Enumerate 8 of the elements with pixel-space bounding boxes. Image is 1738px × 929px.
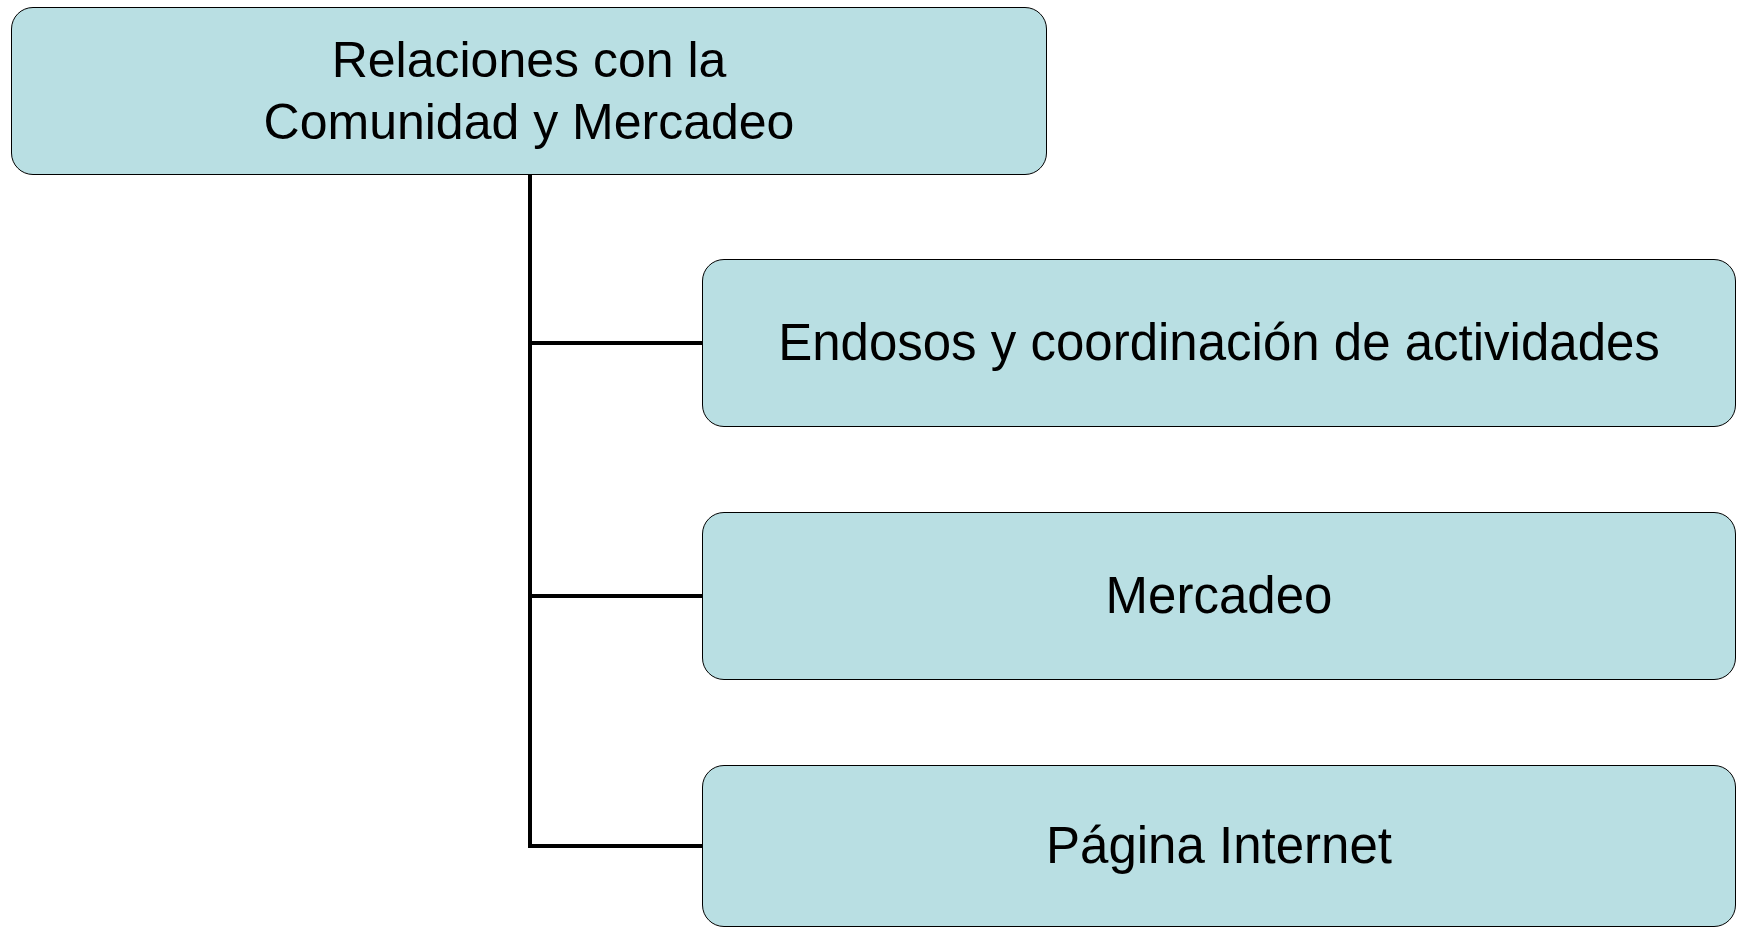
- org-box: [11, 7, 1047, 175]
- org-box: [702, 765, 1736, 927]
- box-label: Mercadeo: [1105, 566, 1333, 627]
- org-box: [702, 259, 1736, 427]
- box-label: Endosos y coordinación de actividades: [778, 313, 1660, 374]
- org-box: [702, 512, 1736, 680]
- box-label: Página Internet: [1046, 816, 1392, 877]
- box-label: Relaciones con la Comunidad y Mercadeo: [262, 30, 796, 152]
